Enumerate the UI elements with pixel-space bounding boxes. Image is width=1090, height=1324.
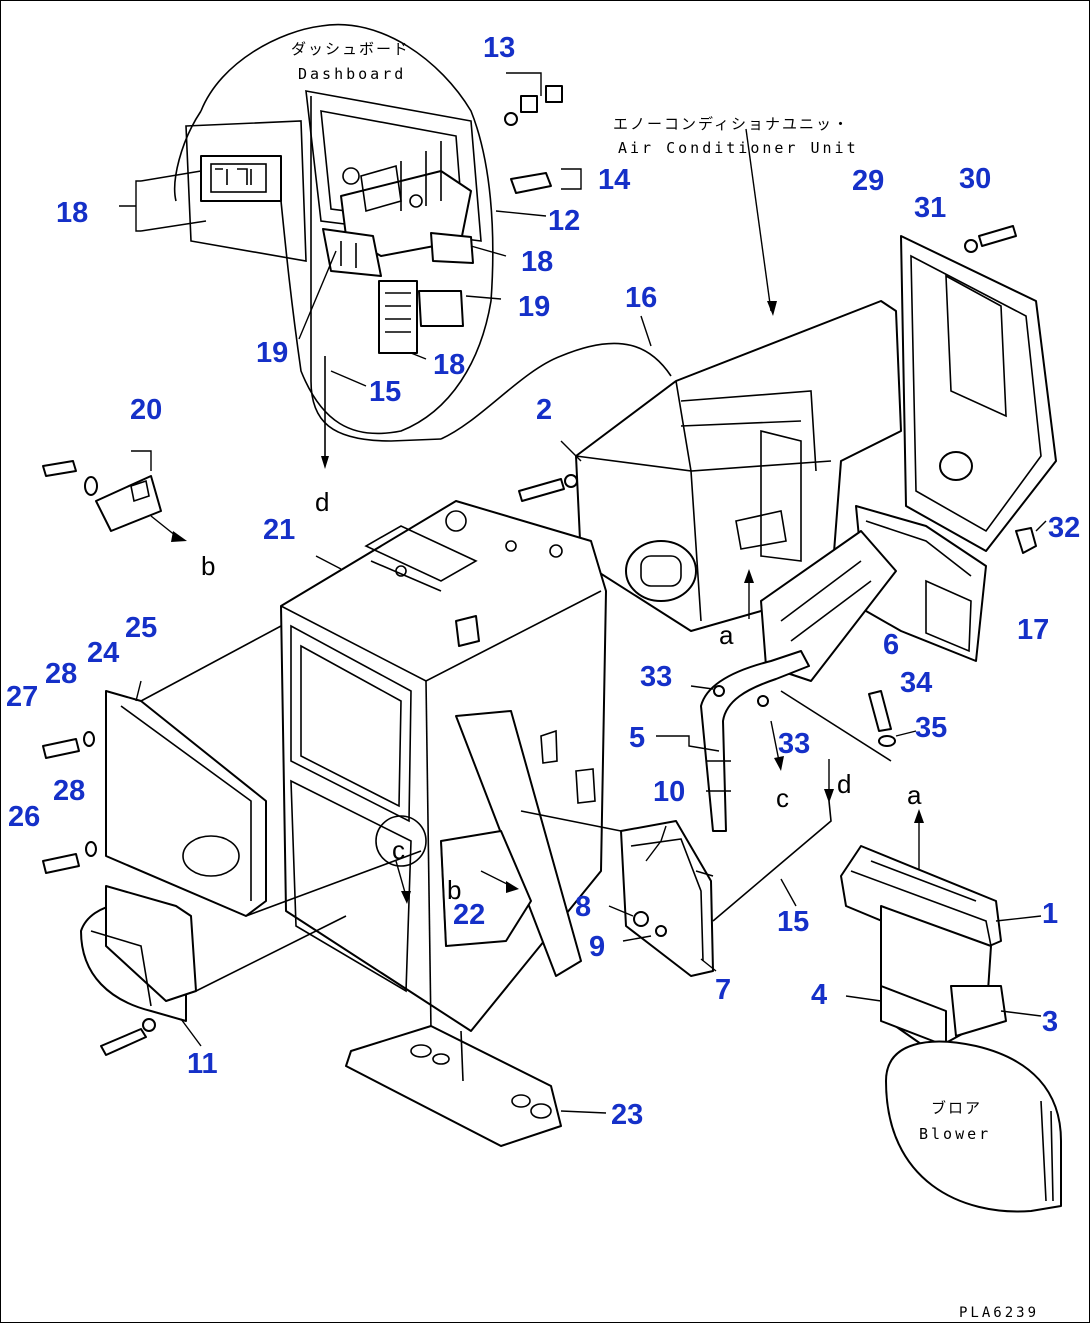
callout-7: 7 bbox=[715, 974, 731, 1006]
cab-body-21 bbox=[280, 500, 607, 1032]
callout-8: 8 bbox=[575, 891, 591, 923]
switch-19 bbox=[322, 228, 382, 277]
callout-2: 2 bbox=[536, 394, 552, 426]
callout-1: 1 bbox=[1042, 898, 1058, 930]
meter-18 bbox=[200, 155, 282, 202]
ref-a-blower: a bbox=[907, 780, 922, 810]
sensor-20 bbox=[42, 450, 187, 542]
callout-24: 24 bbox=[87, 637, 119, 669]
callout-6: 6 bbox=[883, 629, 899, 661]
ref-b-sensor: b bbox=[201, 551, 215, 581]
callout-29: 29 bbox=[852, 165, 884, 197]
blower-label-jp: ブロア bbox=[931, 1099, 982, 1117]
callout-34: 34 bbox=[900, 667, 932, 699]
aircon-label-jp: エノーコンディショナユニッ・ bbox=[613, 115, 850, 133]
blower-label-en: Blower bbox=[919, 1125, 991, 1143]
callout-17: 17 bbox=[1017, 614, 1049, 646]
switch-18-right bbox=[430, 232, 474, 264]
callout-15-lower: 15 bbox=[777, 906, 809, 938]
side-panel-24 bbox=[42, 625, 422, 1056]
pipe-5 bbox=[700, 650, 810, 832]
callout-3: 3 bbox=[1042, 1006, 1058, 1038]
ref-c-pipe: c bbox=[776, 783, 789, 813]
connector-14 bbox=[510, 172, 552, 194]
panel-24 bbox=[105, 690, 267, 917]
callout-16: 16 bbox=[625, 282, 657, 314]
callout-30: 30 bbox=[959, 163, 991, 195]
duct-6 bbox=[760, 530, 897, 682]
callout-15-upper: 15 bbox=[369, 376, 401, 408]
washer-13 bbox=[504, 112, 518, 126]
ref-a-aircon: a bbox=[719, 620, 734, 650]
dashboard-assembly bbox=[119, 23, 582, 469]
callout-33-left: 33 bbox=[640, 661, 672, 693]
sensor-bracket-20 bbox=[95, 475, 162, 532]
ref-d-dashboard: d bbox=[315, 487, 329, 517]
controller-7 bbox=[520, 800, 832, 977]
callout-13: 13 bbox=[483, 32, 515, 64]
dashboard-label-en: Dashboard bbox=[298, 65, 406, 83]
pipe-sensors bbox=[656, 650, 917, 832]
ref-c-cab: c bbox=[392, 835, 405, 865]
callout-9: 9 bbox=[589, 931, 605, 963]
controller-7 bbox=[620, 820, 714, 977]
callout-27: 27 bbox=[6, 681, 38, 713]
callout-11: 11 bbox=[187, 1048, 218, 1080]
switch-19-lower bbox=[418, 290, 464, 327]
end-plate-29 bbox=[900, 235, 1057, 552]
callout-14: 14 bbox=[598, 164, 630, 196]
callout-18-right: 18 bbox=[521, 246, 553, 278]
callout-12: 12 bbox=[548, 205, 580, 237]
callout-33-right: 33 bbox=[778, 728, 810, 760]
callout-19-right: 19 bbox=[518, 291, 550, 323]
dashboard-label-jp: ダッシュボード bbox=[291, 40, 410, 58]
callout-25: 25 bbox=[125, 612, 157, 644]
ref-b-cab: b bbox=[447, 875, 461, 905]
callout-26: 26 bbox=[8, 801, 40, 833]
callout-31: 31 bbox=[914, 192, 946, 224]
callout-18-lower: 18 bbox=[433, 349, 465, 381]
callout-28-upper: 28 bbox=[45, 658, 77, 690]
floor-plate-23 bbox=[345, 1025, 607, 1147]
vent-18 bbox=[378, 280, 418, 354]
aircon-unit-assembly bbox=[440, 128, 1057, 682]
callout-22: 22 bbox=[453, 899, 485, 931]
callout-28-lower: 28 bbox=[53, 775, 85, 807]
blower-assembly bbox=[840, 809, 1062, 1213]
outlet-1 bbox=[840, 845, 1002, 957]
blower bbox=[885, 1040, 1062, 1213]
callout-10: 10 bbox=[653, 776, 685, 808]
callout-20: 20 bbox=[130, 394, 162, 426]
callout-35: 35 bbox=[915, 712, 947, 744]
callout-4: 4 bbox=[811, 979, 827, 1011]
plate-23 bbox=[345, 1025, 562, 1147]
aircon-label-en: Air Conditioner Unit bbox=[618, 139, 859, 157]
callout-5: 5 bbox=[629, 722, 645, 754]
callout-23: 23 bbox=[611, 1099, 643, 1131]
callout-19-left: 19 bbox=[256, 337, 288, 369]
callout-21: 21 bbox=[263, 514, 295, 546]
callout-32: 32 bbox=[1048, 512, 1080, 544]
drawing-code: PLA6239 bbox=[959, 1305, 1039, 1321]
callout-18-left: 18 bbox=[56, 197, 88, 229]
ref-d-harness: d bbox=[837, 769, 851, 799]
